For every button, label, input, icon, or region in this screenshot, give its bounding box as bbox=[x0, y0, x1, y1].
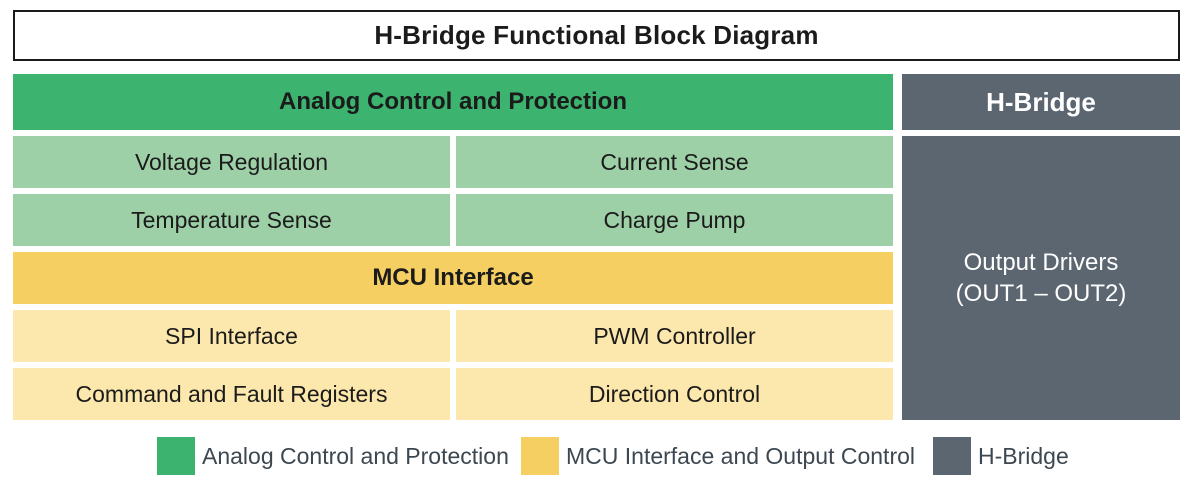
mcu-row-1: SPI Interface PWM Controller bbox=[13, 310, 893, 362]
block-output-drivers: Output Drivers (OUT1 – OUT2) bbox=[902, 136, 1180, 420]
output-drivers-line1: Output Drivers bbox=[963, 248, 1119, 276]
hbridge-section-header: H-Bridge bbox=[902, 74, 1180, 130]
legend: Analog Control and Protection MCU Interf… bbox=[0, 437, 1200, 479]
legend-label-hbridge: H-Bridge bbox=[978, 442, 1069, 469]
block-temperature-sense: Temperature Sense bbox=[13, 194, 450, 246]
diagram-body: Analog Control and Protection Voltage Re… bbox=[13, 74, 1180, 420]
block-spi-interface: SPI Interface bbox=[13, 310, 450, 362]
analog-section-header: Analog Control and Protection bbox=[13, 74, 893, 130]
output-drivers-line2: (OUT1 – OUT2) bbox=[955, 280, 1127, 307]
block-charge-pump: Charge Pump bbox=[456, 194, 893, 246]
legend-label-mcu: MCU Interface and Output Control bbox=[566, 442, 915, 469]
hbridge-column: H-Bridge Output Drivers (OUT1 – OUT2) bbox=[902, 74, 1180, 420]
block-direction-control: Direction Control bbox=[456, 368, 893, 420]
legend-item-analog: Analog Control and Protection bbox=[157, 437, 509, 475]
legend-item-mcu: MCU Interface and Output Control bbox=[521, 437, 915, 475]
mcu-row-2: Command and Fault Registers Direction Co… bbox=[13, 368, 893, 420]
control-column: Analog Control and Protection Voltage Re… bbox=[13, 74, 893, 420]
legend-item-hbridge: H-Bridge bbox=[933, 437, 1069, 475]
legend-swatch-gray bbox=[933, 437, 971, 475]
analog-row-2: Temperature Sense Charge Pump bbox=[13, 194, 893, 246]
legend-swatch-yellow bbox=[521, 437, 559, 475]
analog-row-1: Voltage Regulation Current Sense bbox=[13, 136, 893, 188]
diagram-title: H-Bridge Functional Block Diagram bbox=[374, 20, 819, 50]
block-current-sense: Current Sense bbox=[456, 136, 893, 188]
diagram-title-box: H-Bridge Functional Block Diagram bbox=[13, 10, 1180, 61]
block-command-fault-registers: Command and Fault Registers bbox=[13, 368, 450, 420]
block-pwm-controller: PWM Controller bbox=[456, 310, 893, 362]
legend-label-analog: Analog Control and Protection bbox=[202, 442, 509, 469]
block-voltage-regulation: Voltage Regulation bbox=[13, 136, 450, 188]
mcu-section-header: MCU Interface bbox=[13, 252, 893, 304]
legend-swatch-green bbox=[157, 437, 195, 475]
